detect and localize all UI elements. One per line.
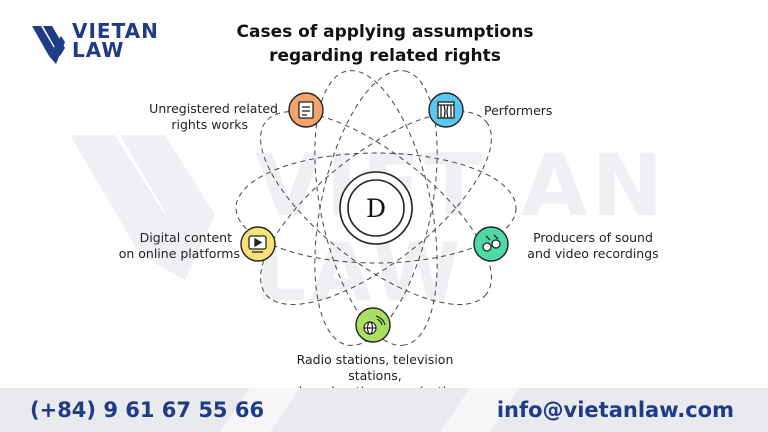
watermark-line1: VIET AN	[255, 136, 667, 236]
broadcast-globe-icon	[363, 315, 386, 335]
node-digital	[240, 226, 276, 262]
brand-logo-icon	[32, 26, 65, 64]
label-producers-line2: and video recordings	[527, 246, 659, 261]
orbit-ellipse-tilt-left	[260, 111, 492, 305]
label-digital-line1: Digital content	[139, 230, 232, 245]
label-producers: Producers of sound and video recordings	[518, 230, 668, 262]
watermark-line2: LAW	[255, 226, 465, 319]
footer-email-link[interactable]: info@vietanlaw.com	[496, 398, 734, 422]
orbit-ellipses	[235, 70, 517, 346]
video-play-icon	[248, 235, 267, 253]
footer-bar	[0, 388, 768, 432]
brand-line1: VIETAN	[72, 19, 159, 43]
footer-phone-link[interactable]: (+84) 9 61 67 55 66	[30, 398, 265, 422]
label-digital: Digital content on online platforms	[118, 230, 240, 262]
page-title: Cases of applying assumptions regarding …	[180, 20, 590, 68]
label-broadcast-line1: Radio stations, television stations,	[296, 352, 454, 383]
node-performers	[428, 92, 464, 128]
brand-line2: LAW	[72, 38, 125, 62]
label-performers-line1: Performers	[484, 103, 553, 118]
label-digital-line2: on online platforms	[118, 246, 240, 261]
media-recording-icon	[482, 234, 501, 252]
label-unregistered-line2: rights works	[171, 117, 248, 132]
label-unregistered: Unregistered related rights works	[120, 101, 278, 133]
brand-name: VIETAN LAW	[72, 19, 159, 62]
title-line1: Cases of applying assumptions	[236, 22, 534, 42]
watermark-logo-mark	[70, 135, 215, 280]
orbit-diagram: D	[235, 70, 517, 346]
orbit-ellipse-vertical-left	[314, 70, 438, 346]
center-letter: D	[366, 194, 386, 223]
document-icon	[298, 101, 314, 119]
orbit-ellipse-tilt-right	[260, 111, 492, 305]
orbit-ellipse-horizontal	[235, 152, 517, 264]
node-producers	[473, 226, 509, 262]
label-unregistered-line1: Unregistered related	[149, 101, 278, 116]
orbit-ellipse-vertical-right	[314, 70, 438, 346]
label-performers: Performers	[484, 103, 552, 119]
title-line2: regarding related rights	[269, 46, 501, 66]
node-unregistered	[288, 92, 324, 128]
node-broadcast	[355, 307, 391, 343]
label-producers-line1: Producers of sound	[533, 230, 653, 245]
stage-curtain-icon	[437, 101, 455, 119]
footer-decoration	[220, 388, 520, 432]
center-node: D	[339, 171, 413, 245]
